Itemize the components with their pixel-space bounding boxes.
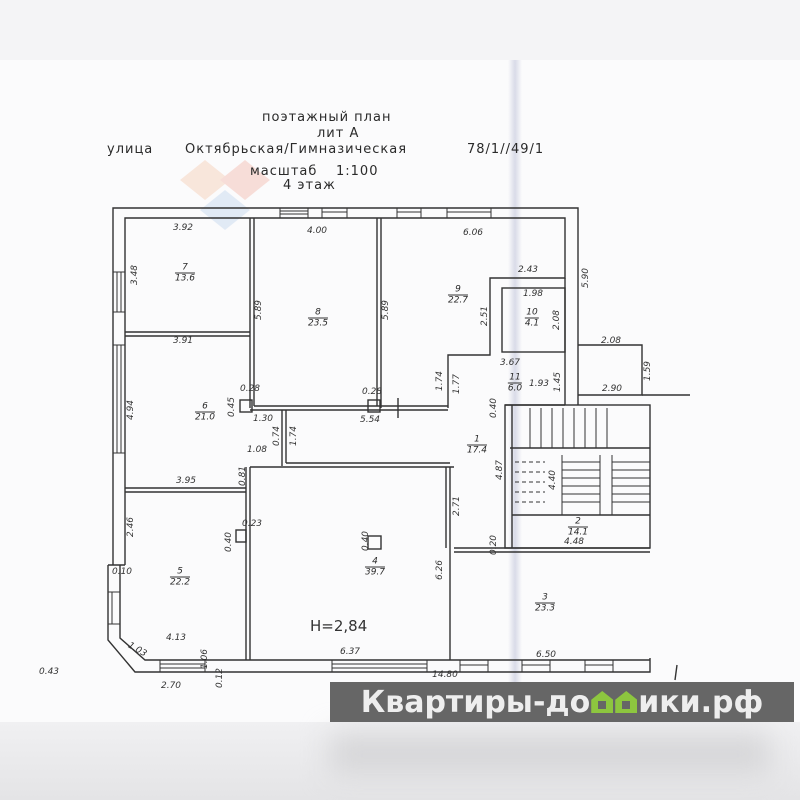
dimension: 3.92 bbox=[172, 223, 194, 233]
dimension: 1.98 bbox=[522, 289, 544, 299]
dimension: 4.48 bbox=[563, 537, 585, 547]
dimension: 2.51 bbox=[480, 305, 490, 327]
dimension: 2.08 bbox=[600, 336, 622, 346]
dimension: 3.48 bbox=[130, 264, 140, 286]
dimension: 0.45 bbox=[227, 396, 237, 418]
dimension: 0.23 bbox=[241, 519, 263, 529]
dimension: 6.06 bbox=[462, 228, 484, 238]
dimension: 0.74 bbox=[272, 425, 282, 447]
scale-label: масштаб bbox=[250, 164, 318, 179]
dimension: 2.08 bbox=[552, 309, 562, 331]
dimension: 2.43 bbox=[517, 265, 539, 275]
building-number: 78/1//49/1 bbox=[467, 142, 545, 157]
dimension: 3.95 bbox=[175, 476, 197, 486]
dimension: 4.00 bbox=[306, 226, 328, 236]
dimension: 1.08 bbox=[246, 445, 268, 455]
dimension: 4.94 bbox=[126, 399, 136, 421]
dimension: 5.90 bbox=[581, 267, 591, 289]
dimension: 0.10 bbox=[111, 567, 133, 577]
ceiling-height: H=2,84 bbox=[310, 617, 368, 635]
dimension: 1.74 bbox=[435, 370, 445, 392]
dimension: 0.43 bbox=[38, 667, 60, 677]
plan-sheet bbox=[0, 60, 800, 725]
dimension: 0.40 bbox=[224, 531, 234, 553]
dimension: 2.90 bbox=[601, 384, 623, 394]
dimension: 3.91 bbox=[172, 336, 194, 346]
dimension: 4.87 bbox=[495, 459, 505, 481]
dimension: 6.50 bbox=[535, 650, 557, 660]
dimension: 5.89 bbox=[254, 299, 264, 321]
dimension: 0.81 bbox=[238, 465, 248, 487]
dimension: 4.13 bbox=[165, 633, 187, 643]
scale-value: 1:100 bbox=[336, 164, 379, 179]
dimension: 2.71 bbox=[452, 495, 462, 517]
site-watermark: Квартиры-до ики.рф bbox=[330, 682, 794, 722]
blurred-background bbox=[0, 722, 800, 800]
dimension: 0.40 bbox=[489, 397, 499, 419]
dimension: 1.93 bbox=[528, 379, 550, 389]
dimension: 1.77 bbox=[452, 373, 462, 395]
watermark-text-start: Квартиры-до bbox=[360, 684, 591, 720]
dimension: 14.80 bbox=[432, 670, 458, 680]
scan-fold bbox=[508, 60, 522, 725]
watermark-text-end: ики.рф bbox=[638, 684, 764, 720]
dimension: 1.30 bbox=[252, 414, 274, 424]
dimension: 6.26 bbox=[435, 559, 445, 581]
dimension: 0.40 bbox=[361, 530, 371, 552]
dimension: 0.28 bbox=[361, 387, 383, 397]
dimension: 1.45 bbox=[553, 371, 563, 393]
dimension: 3.67 bbox=[499, 358, 521, 368]
dimension: 1.59 bbox=[643, 360, 653, 382]
agency-watermark-icon bbox=[180, 160, 270, 230]
plan-title: поэтажный план bbox=[262, 110, 392, 125]
street-name: Октябрьская/Гимназическая bbox=[185, 142, 408, 157]
floor-label: 4 этаж bbox=[283, 178, 336, 193]
dimension: 5.54 bbox=[359, 415, 381, 425]
dimension: 0.12 bbox=[215, 667, 225, 689]
dimension: 2.70 bbox=[160, 681, 182, 691]
dimension: 0.28 bbox=[239, 384, 261, 394]
lit-label: лит А bbox=[317, 126, 360, 141]
dimension: 0.20 bbox=[489, 534, 499, 556]
dimension: 5.89 bbox=[381, 299, 391, 321]
dimension: 6.37 bbox=[339, 647, 361, 657]
dimension: 4.40 bbox=[548, 469, 558, 491]
dimension: 2.46 bbox=[126, 516, 136, 538]
street-label: улица bbox=[107, 142, 154, 157]
dimension: 1.06 bbox=[200, 648, 210, 670]
houses-icon bbox=[591, 691, 638, 713]
dimension: 1.74 bbox=[289, 425, 299, 447]
